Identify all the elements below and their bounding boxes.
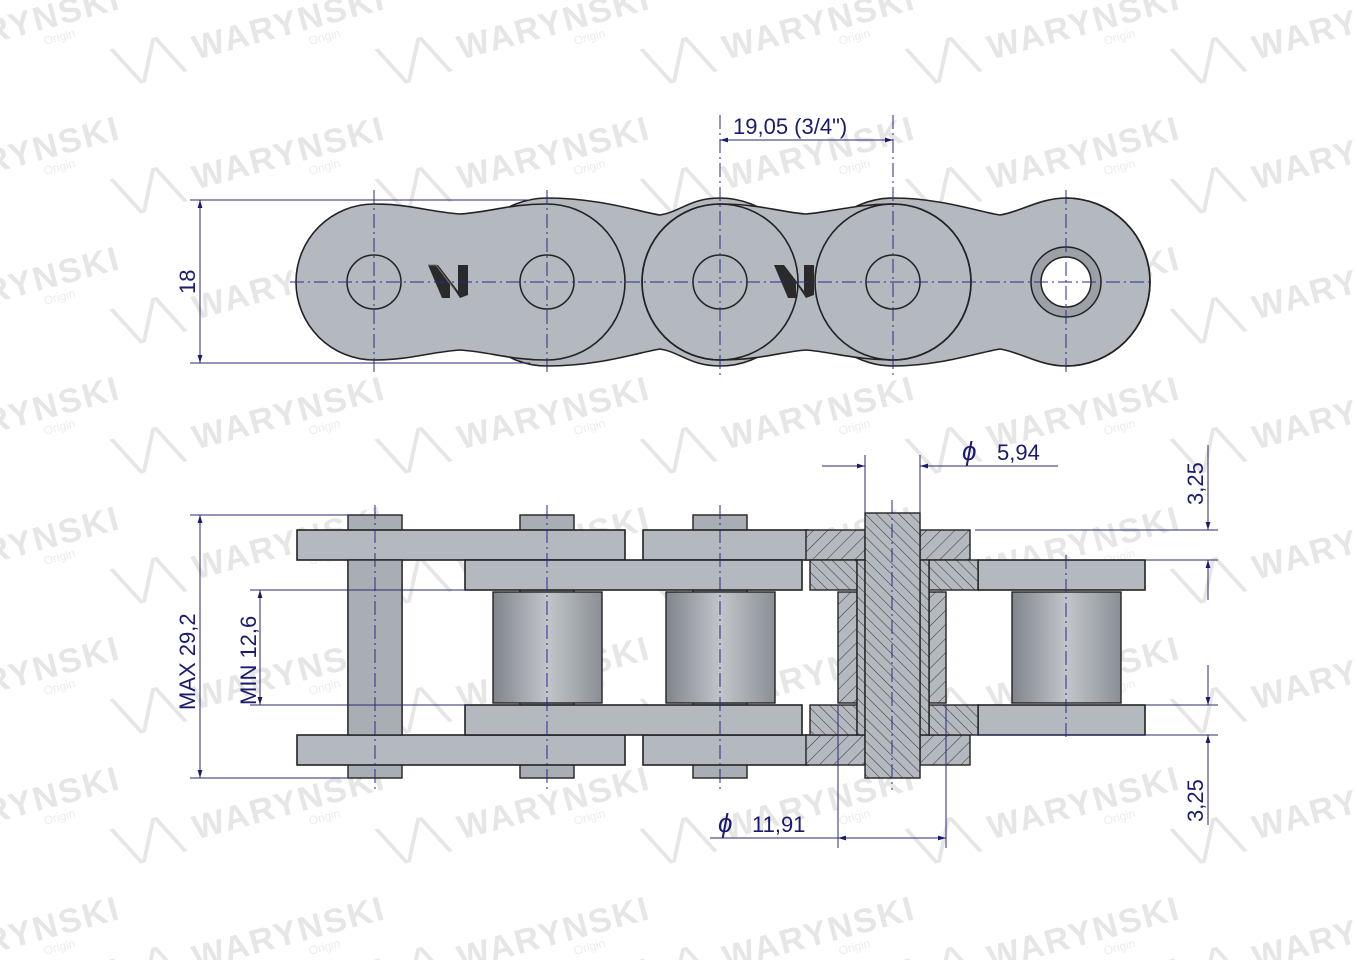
- inner-plate-side: [464, 559, 803, 591]
- inner-plate-side: [977, 704, 1146, 736]
- watermark-text: ╲╱╲ WARYNSKI: [109, 106, 390, 219]
- pitch-dimension: 19,05 (3/4"): [733, 114, 847, 139]
- plate-thickness-top-dimension: 3,25: [1183, 462, 1208, 505]
- side-view: MAX 29,2 MIN 12,6 ϕ 5,94 ϕ 11,91 3,25 3,…: [175, 436, 1218, 848]
- watermark-text: ╲╱╲ WARYNSKI: [374, 886, 655, 960]
- watermark-text: ╲╱╲ WARYNSKI: [374, 0, 655, 89]
- watermark-text: ╲╱╲ WARYNSKI: [109, 366, 390, 479]
- watermark-text: ╲╱╲ WARYNSKI: [1169, 236, 1357, 349]
- plate-height-dimension: 18: [175, 270, 200, 294]
- watermark-text: ╲╱╲ WARYNSKI: [904, 366, 1185, 479]
- outer-plate-side: [642, 734, 809, 766]
- watermark-text: ╲╱╲ WARYNSKI: [904, 886, 1185, 960]
- watermark-text: ╲╱╲ WARYNSKI: [109, 886, 390, 960]
- min-inner-width-dimension: MIN 12,6: [236, 616, 261, 705]
- plate-thickness-bottom-dimension: 3,25: [1183, 779, 1208, 822]
- inner-plate-side: [977, 559, 1146, 591]
- watermark-text: ╲╱╲ WARYNSKI: [374, 366, 655, 479]
- diameter-symbol: ϕ: [962, 436, 976, 466]
- pin-diameter-dimension: 5,94: [997, 440, 1040, 465]
- outer-plate-side: [296, 529, 626, 561]
- watermark-text: ╲╱╲ WARYNSKI: [1169, 886, 1357, 960]
- outer-plate-side: [642, 529, 809, 561]
- inner-plate-side: [464, 704, 803, 736]
- watermark-text: ╲╱╲ WARYNSKI: [639, 886, 920, 960]
- max-width-dimension: MAX 29,2: [175, 613, 200, 710]
- watermark-text: ╲╱╲ WARYNSKI: [904, 0, 1185, 89]
- watermark-text: ╲╱╲ WARYNSKI: [109, 0, 390, 89]
- diameter-symbol: ϕ: [718, 808, 732, 838]
- watermark-text: ╲╱╲ WARYNSKI: [374, 756, 655, 869]
- watermark-text: ╲╱╲ WARYNSKI: [639, 366, 920, 479]
- watermark-text: ╲╱╲ WARYNSKI: [1169, 626, 1357, 739]
- watermark-text: ╲╱╲ WARYNSKI: [639, 0, 920, 89]
- watermark-text: ╲╱╲ WARYNSKI: [1169, 106, 1357, 219]
- watermark-text: ╲╱╲ WARYNSKI: [1169, 496, 1357, 609]
- outer-plate-side: [296, 734, 626, 766]
- watermark-text: ╲╱╲ WARYNSKI: [0, 0, 125, 89]
- watermark-text: ╲╱╲ WARYNSKI: [1169, 0, 1357, 89]
- roller-diameter-dimension: 11,91: [752, 812, 805, 837]
- top-view: 18 19,05 (3/4"): [175, 114, 1151, 378]
- watermark-text: ╲╱╲ WARYNSKI: [374, 106, 655, 219]
- cross-section: [805, 512, 979, 779]
